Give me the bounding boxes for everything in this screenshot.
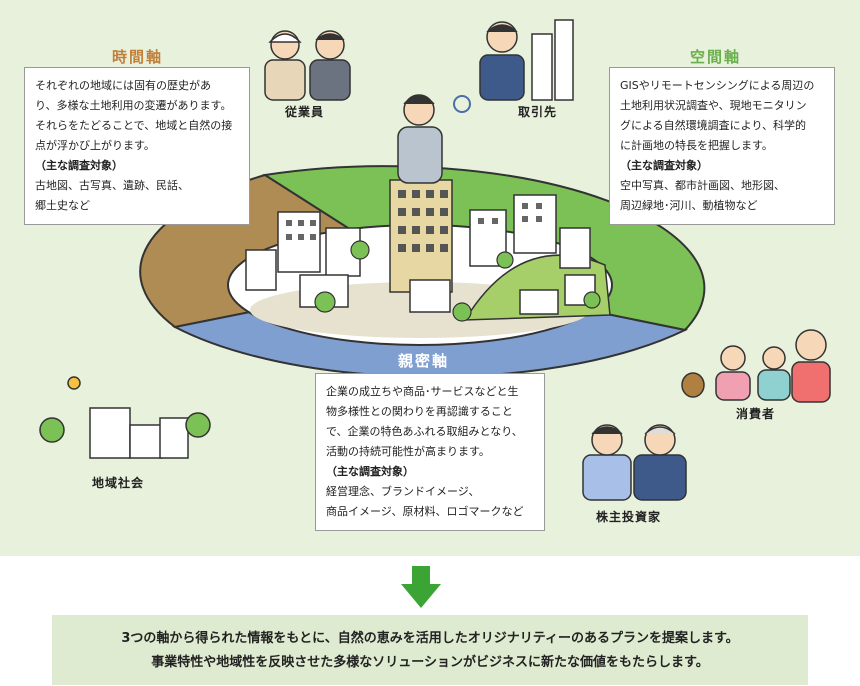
employees-icon: [264, 30, 351, 101]
time-axis-line-4: 点が浮かび上がります。: [35, 139, 155, 152]
space-axis-title: 空間軸: [690, 48, 742, 66]
center-person-icon: [397, 94, 443, 184]
conclusion-box: 3つの軸から得られた情報をもとに、自然の恵みを活用したオリジナリティーのあるプラ…: [52, 615, 808, 685]
time-axis-line-1: それぞれの地域には固有の歴史があ: [35, 79, 211, 92]
consumers-icon: [681, 329, 831, 403]
intimacy-axis-targets-heading: （主な調査対象）: [326, 465, 414, 478]
intimacy-axis-line-3: で、企業の特色あふれる取組みとなり、: [326, 425, 523, 438]
shareholders-icon: [582, 424, 687, 501]
time-axis-targets-line-1: 古地図、古写真、遺跡、民話、: [35, 179, 189, 192]
space-axis-line-1: GISやリモートセンシングによる周辺の: [620, 79, 815, 92]
time-axis-targets-line-2: 郷土史など: [35, 199, 90, 212]
shareholders-label: 株主投資家: [596, 510, 662, 524]
intimacy-axis-line-4: 活動の持続可能性が高まります。: [326, 445, 490, 458]
community-label: 地域社会: [92, 476, 145, 490]
time-axis-line-2: り、多様な土地利用の変遷があります。: [35, 99, 232, 112]
partners-label: 取引先: [518, 105, 558, 119]
partners-icon: [479, 19, 574, 101]
intimacy-axis-targets-line-1: 経営理念、ブランドイメージ、: [326, 485, 480, 498]
intimacy-axis-title: 親密軸: [398, 352, 450, 370]
space-axis-line-3: グによる自然環境調査により、科学的: [620, 119, 807, 132]
intimacy-axis-line-2: 物多様性との関わりを再認識すること: [326, 405, 513, 418]
time-axis-title: 時間軸: [112, 48, 164, 66]
time-axis-targets-heading: （主な調査対象）: [35, 159, 123, 172]
conclusion-line-1: 3つの軸から得られた情報をもとに、自然の恵みを活用したオリジナリティーのあるプラ…: [121, 631, 739, 646]
down-arrow-icon: [401, 566, 441, 608]
space-axis-targets-heading: （主な調査対象）: [620, 159, 708, 172]
space-axis-box: GISやリモートセンシングによる周辺の 土地利用状況調査や、現地モニタリン グに…: [609, 67, 835, 225]
space-axis-line-2: 土地利用状況調査や、現地モニタリン: [620, 99, 807, 112]
diagram-art: [39, 19, 831, 501]
space-axis-line-4: に計画地の特長を把握します。: [620, 139, 773, 152]
space-axis-targets-line-2: 周辺緑地･河川、動植物など: [620, 199, 758, 212]
consumers-label: 消費者: [736, 407, 776, 421]
community-icon: [39, 376, 211, 459]
thinking-swirl-icon: [453, 95, 471, 113]
intimacy-axis-line-1: 企業の成立ちや商品･サービスなどと生: [326, 385, 519, 398]
time-axis-box: それぞれの地域には固有の歴史があ り、多様な土地利用の変遷があります。 それらを…: [24, 67, 250, 225]
employees-label: 従業員: [285, 105, 325, 119]
space-axis-targets-line-1: 空中写真、都市計画図、地形図、: [620, 179, 785, 192]
time-axis-line-3: それらをたどることで、地域と自然の接: [35, 119, 233, 132]
city-trees-icon: [314, 240, 601, 322]
conclusion-line-2: 事業特性や地域性を反映させた多様なソリューションがビジネスに新たな価値をもたらし…: [151, 655, 709, 670]
intimacy-axis-targets-line-2: 商品イメージ、原材料、ロゴマークなど: [326, 505, 524, 518]
intimacy-axis-box: 企業の成立ちや商品･サービスなどと生 物多様性との関わりを再認識すること で、企…: [315, 373, 545, 531]
central-building-icon: [389, 179, 453, 293]
